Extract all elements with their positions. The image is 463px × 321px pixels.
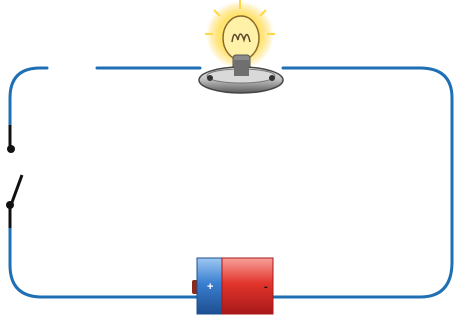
wire-top-left xyxy=(8,66,49,127)
bulb-terminal-right xyxy=(269,75,275,81)
bulb-neck xyxy=(234,60,249,76)
switch-contact-top xyxy=(7,145,15,153)
wire-bottom-left xyxy=(8,226,198,299)
bulb-glass xyxy=(222,15,260,61)
battery-negative-end xyxy=(221,257,274,315)
wire-top-right xyxy=(96,66,454,299)
battery[interactable]: + - xyxy=(192,257,274,315)
switch-lever[interactable] xyxy=(9,174,24,206)
battery-positive-label: + xyxy=(207,281,213,293)
bulb-filament xyxy=(231,33,251,43)
wire-loop xyxy=(8,66,454,299)
switch[interactable] xyxy=(6,125,24,228)
bulb-terminal-left xyxy=(207,75,213,81)
light-bulb[interactable] xyxy=(198,0,284,94)
bulb-rays xyxy=(205,0,275,35)
battery-negative-label: - xyxy=(264,281,268,293)
